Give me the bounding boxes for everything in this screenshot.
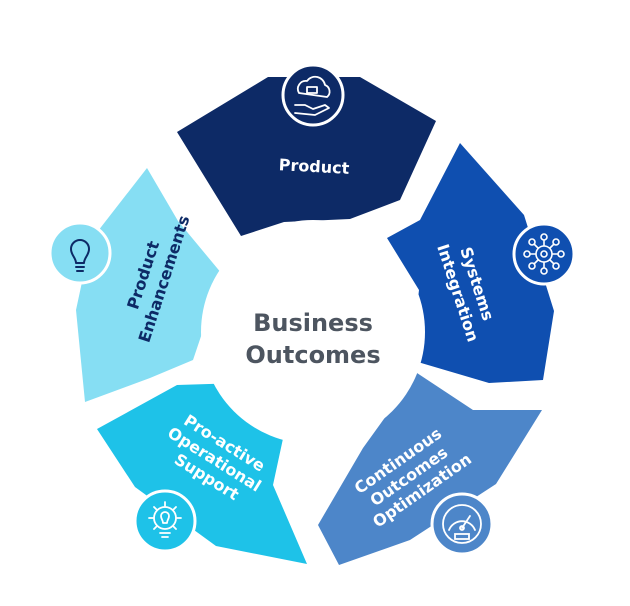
center-title-line-2: Outcomes [245, 341, 380, 369]
segment-pro-active-operational-support [97, 383, 307, 564]
center-circle [201, 220, 425, 444]
gear-bulb-icon [133, 489, 197, 553]
cloud-hand-icon [281, 63, 345, 127]
speedometer-icon [430, 492, 494, 556]
segment-continuous-outcomes-optimization [318, 373, 542, 565]
lightbulb-icon [48, 221, 112, 285]
segment-product [177, 77, 436, 236]
center-title-line-1: Business [253, 309, 373, 337]
network-hub-icon [512, 222, 576, 286]
segment-systems-integration [387, 143, 554, 383]
segment-label-product: Product [278, 155, 350, 178]
segment-product-enhancements [76, 168, 222, 402]
